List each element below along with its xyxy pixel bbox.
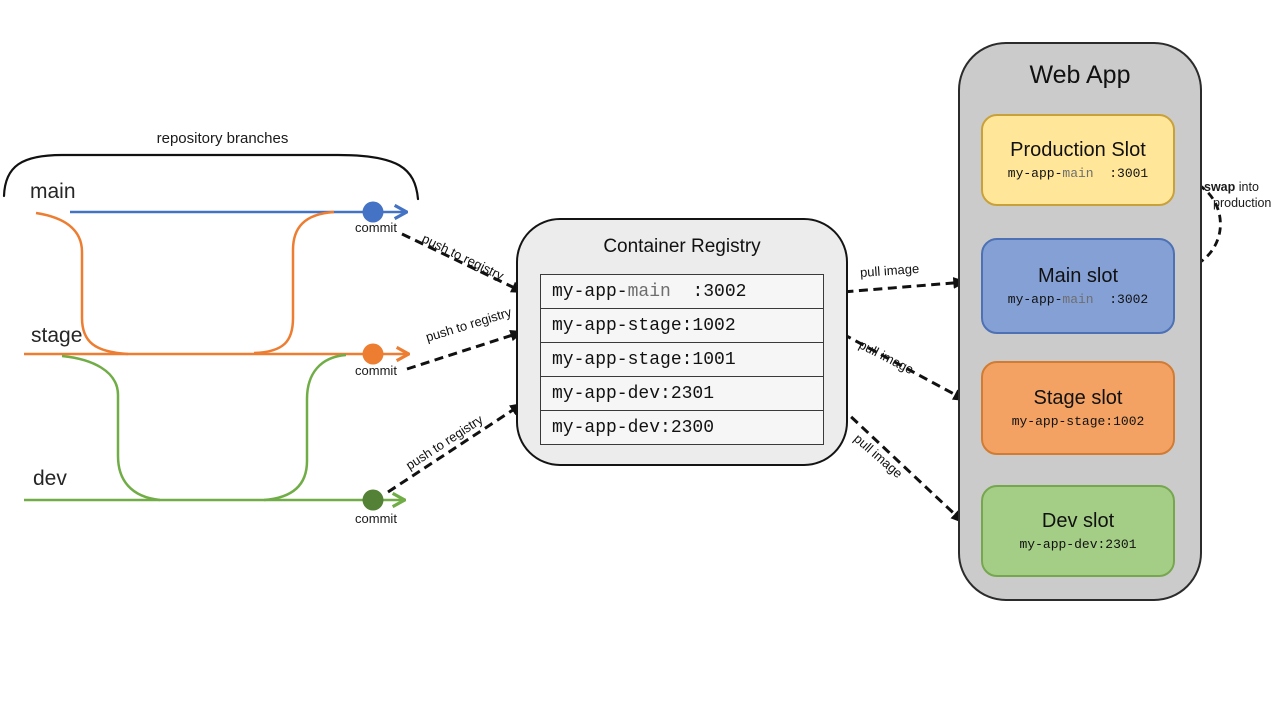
swap-arrow xyxy=(1160,172,1222,272)
dev-slot-title: Dev slot xyxy=(1041,510,1115,532)
production-slot-image: my-app-main :3001 xyxy=(1008,166,1148,181)
swap-emphasis: swap xyxy=(1204,180,1236,194)
container-registry-title: Container Registry xyxy=(603,236,761,257)
stage-slot: Stage slot my-app-stage:1002 xyxy=(981,361,1175,455)
branch-label-stage: stage xyxy=(31,324,83,347)
slot-code-pre: my-app- xyxy=(1007,292,1063,307)
push-arrow-main xyxy=(401,232,526,294)
push-arrow-dev xyxy=(387,402,524,494)
stage-commit-dot xyxy=(362,343,384,365)
repository-brace xyxy=(2,153,420,201)
registry-row-text: my-app-dev:2300 xyxy=(552,417,715,438)
registry-row-highlight: main xyxy=(627,281,671,302)
slot-code-tag: :3002 xyxy=(1093,292,1149,307)
container-registry-box: Container Registry my-app-main :3002 my-… xyxy=(516,218,848,466)
swap-line2: production xyxy=(1213,196,1272,211)
commit-label-dev: commit xyxy=(355,511,397,526)
registry-row-text: my-app- xyxy=(552,281,628,302)
slot-code-pre: my-app-dev:2301 xyxy=(1019,537,1137,552)
stage-branchoff-curve xyxy=(35,211,129,356)
registry-row-text: my-app-stage:1002 xyxy=(552,315,736,336)
repository-branches-label: repository branches xyxy=(156,130,289,147)
registry-image-list: my-app-main :3002 my-app-stage:1002 my-a… xyxy=(540,274,824,445)
registry-row: my-app-dev:2300 xyxy=(540,410,824,445)
commit-label-stage: commit xyxy=(355,363,397,378)
pull-arrow-dev xyxy=(828,395,965,524)
dev-branchoff-curve xyxy=(61,354,161,502)
stage-slot-image: my-app-stage:1002 xyxy=(1012,414,1145,429)
web-app-box: Web App Production Slot my-app-main :300… xyxy=(958,42,1202,601)
registry-row-text: my-app-dev:2301 xyxy=(552,383,715,404)
stage-merge-curve xyxy=(253,210,335,355)
main-slot-title: Main slot xyxy=(1037,265,1119,287)
main-slot: Main slot my-app-main :3002 xyxy=(981,238,1175,334)
registry-row: my-app-stage:1001 xyxy=(540,342,824,377)
commit-label-main: commit xyxy=(355,220,397,235)
dev-merge-curve xyxy=(263,353,347,502)
push-arrow-stage xyxy=(406,330,525,371)
slot-code-pre: my-app- xyxy=(1007,166,1063,181)
slot-code-tag: :3001 xyxy=(1093,166,1149,181)
slot-code-highlight: main xyxy=(1062,292,1094,307)
slot-code-pre: my-app-stage:1002 xyxy=(1011,414,1145,429)
main-slot-image: my-app-main :3002 xyxy=(1008,292,1148,307)
registry-row: my-app-main :3002 xyxy=(540,274,824,309)
slot-code-highlight: main xyxy=(1062,166,1094,181)
pull-arrow-stage xyxy=(829,325,968,402)
main-commit-dot xyxy=(362,201,384,223)
dev-slot: Dev slot my-app-dev:2301 xyxy=(981,485,1175,577)
registry-row: my-app-dev:2301 xyxy=(540,376,824,411)
dev-commit-dot xyxy=(362,489,384,511)
dev-slot-image: my-app-dev:2301 xyxy=(1019,537,1136,552)
registry-row-tag: :3002 xyxy=(670,281,747,302)
swap-into-production-label: swap into production xyxy=(1204,179,1271,212)
swap-rest: into xyxy=(1235,180,1259,194)
production-slot: Production Slot my-app-main :3001 xyxy=(981,114,1175,206)
branch-label-dev: dev xyxy=(33,467,67,490)
production-slot-title: Production Slot xyxy=(1010,139,1146,161)
registry-row-text: my-app-stage:1001 xyxy=(552,349,736,370)
registry-row: my-app-stage:1002 xyxy=(540,308,824,343)
pull-arrow-main xyxy=(829,277,968,295)
branch-label-main: main xyxy=(30,180,76,203)
web-app-title: Web App xyxy=(1029,61,1131,89)
stage-slot-title: Stage slot xyxy=(1033,387,1123,409)
